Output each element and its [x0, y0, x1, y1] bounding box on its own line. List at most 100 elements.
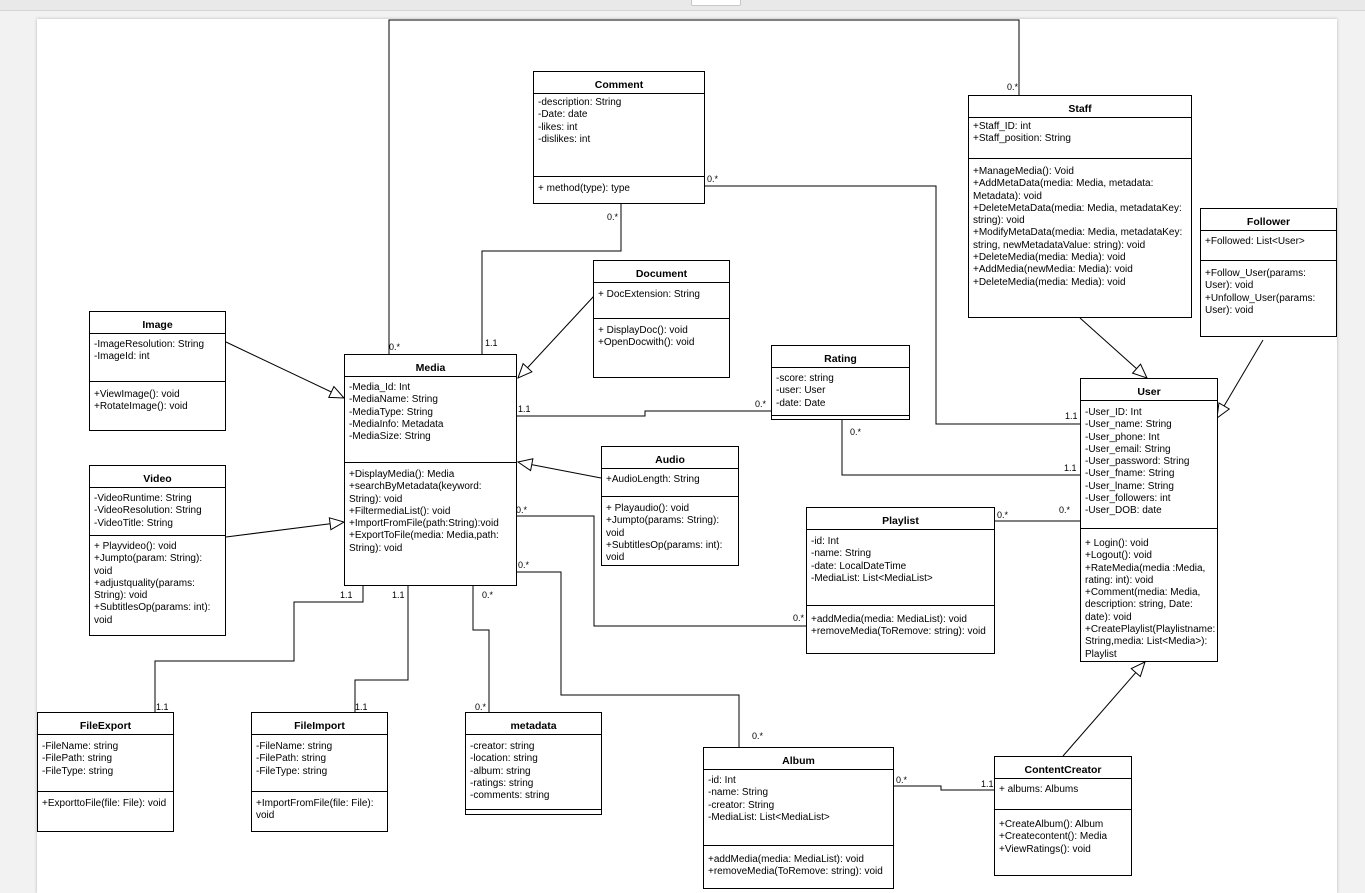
class-audio[interactable]: Audio +AudioLength: String + Playaudio()… — [601, 446, 739, 566]
multiplicity-label: 1.1 — [1064, 463, 1077, 473]
class-metadata[interactable]: metadata -creator: string -location: str… — [465, 712, 602, 815]
attribute: -FileType: string — [256, 765, 328, 777]
method: +Unfollow_User(params: User): void — [1205, 292, 1316, 316]
class-staff[interactable]: Staff +Staff_ID: int +Staff_position: St… — [968, 95, 1192, 318]
attributes-section: -score: string -user: User -date: Date — [772, 368, 909, 416]
class-name: Comment — [534, 72, 704, 94]
method: +ExporttoFile(file: File): void — [42, 798, 167, 809]
inherit-video-media[interactable] — [225, 522, 344, 538]
class-fileexport[interactable]: FileExport -FileName: string -FilePath: … — [37, 712, 174, 832]
inherit-staff-user[interactable] — [1079, 317, 1147, 378]
class-media[interactable]: Media -Media_Id: Int -MediaName: String … — [344, 354, 517, 586]
class-name: Document — [594, 261, 729, 283]
attribute: +Staff_position: String — [973, 133, 1071, 145]
method: +ExportToFile(media: Media,path: String)… — [349, 530, 499, 554]
assoc-album-contentcreator[interactable] — [894, 785, 994, 791]
class-fileimport[interactable]: FileImport -FileName: string -FilePath: … — [251, 712, 388, 832]
attribute: -creator: string — [470, 741, 535, 752]
assoc-media-metadata[interactable] — [472, 586, 490, 712]
method: +DeleteMetaData(media: Media, metadataKe… — [973, 202, 1182, 227]
multiplicity-label: 0.* — [607, 212, 619, 222]
methods-section: + Playvideo(): void +Jumpto(param: Strin… — [90, 536, 225, 630]
inherit-contentcreator-user[interactable] — [1062, 662, 1145, 757]
attribute: -FilePath: string — [42, 753, 113, 765]
class-name: User — [1081, 379, 1217, 401]
method: + Login(): void — [1085, 538, 1149, 549]
attribute: -VideoRuntime: String — [94, 493, 192, 504]
attribute: -User_DOB: date — [1085, 505, 1162, 517]
multiplicity-label: 0.* — [389, 342, 401, 352]
inherit-document-media[interactable] — [518, 295, 595, 378]
class-name: Audio — [602, 447, 738, 469]
class-image[interactable]: Image -ImageResolution: String -ImageId:… — [89, 311, 226, 431]
class-contentcreator[interactable]: ContentCreator + albums: Albums +CreateA… — [994, 756, 1132, 876]
method: +Logout(): void — [1085, 550, 1152, 562]
attribute: -name: String — [708, 787, 769, 799]
attributes-section: +Staff_ID: int +Staff_position: String — [969, 118, 1191, 159]
attributes-section: +Followed: List<User> — [1201, 231, 1336, 261]
attribute: -dislikes: int — [538, 133, 591, 145]
method: +adjustquality(params: String): void — [94, 577, 195, 602]
attributes-section: -FileName: string -FilePath: string -Fil… — [252, 735, 387, 792]
attribute: -VideoTitle: String — [94, 517, 173, 529]
inherit-follower-user[interactable] — [1217, 339, 1264, 418]
assoc-media-fileimport[interactable] — [354, 586, 409, 712]
method: +ImportFromFile(file: File): void — [256, 798, 374, 822]
class-album[interactable]: Album -id: Int -name: String -creator: S… — [703, 747, 894, 889]
attribute: -FileName: string — [42, 741, 119, 752]
multiplicity-label: 1.1 — [1065, 411, 1078, 421]
method: +AddMetaData(media: Media, metadata: Met… — [973, 178, 1154, 202]
multiplicity-label: 1.1 — [392, 590, 405, 600]
class-document[interactable]: Document + DocExtension: String + Displa… — [593, 260, 730, 378]
assoc-media-rating[interactable] — [517, 410, 771, 417]
multiplicity-label: 0.* — [518, 560, 530, 570]
assoc-media-comment[interactable] — [481, 204, 622, 354]
method: +removeMedia(ToRemove: string): void — [708, 866, 883, 878]
class-user[interactable]: User -User_ID: Int -User_name: String -U… — [1080, 378, 1218, 662]
multiplicity-label: 0.* — [850, 427, 862, 437]
assoc-media-playlist[interactable] — [517, 515, 806, 627]
method: +addMedia(media: MediaList): void — [811, 614, 967, 625]
class-comment[interactable]: Comment -description: String -Date: date… — [533, 71, 705, 204]
class-name: ContentCreator — [995, 757, 1131, 779]
inherit-audio-media[interactable] — [518, 462, 602, 479]
attributes-section: -description: String -Date: date -likes:… — [534, 94, 704, 177]
attribute: -User_phone: Int — [1085, 431, 1160, 443]
assoc-comment-user[interactable] — [704, 185, 1080, 425]
attribute: -Date: date — [538, 109, 588, 121]
method: +Jumpto(param: String): void — [94, 553, 203, 577]
attributes-section: -User_ID: Int -User_name: String -User_p… — [1081, 401, 1217, 529]
method: +RotateImage(): void — [94, 401, 188, 413]
assoc-rating-user[interactable] — [841, 420, 1080, 476]
assoc-media-staff[interactable] — [388, 19, 1020, 354]
attributes-section: +AudioLength: String — [602, 469, 738, 497]
inherit-image-media[interactable] — [225, 341, 344, 398]
attribute: + DocExtension: String — [598, 289, 700, 300]
attribute: -comments: string — [470, 790, 550, 802]
attribute: -FilePath: string — [256, 753, 327, 765]
method: +ModifyMetaData(media: Media, metadataKe… — [973, 227, 1183, 251]
class-follower[interactable]: Follower +Followed: List<User> +Follow_U… — [1200, 208, 1337, 337]
multiplicity-label: 0.* — [755, 399, 767, 409]
method: +ViewRatings(): void — [999, 843, 1091, 855]
attribute: -id: Int — [708, 775, 736, 786]
attribute: -creator: String — [708, 799, 775, 811]
attribute: -date: Date — [776, 397, 826, 409]
attribute: -user: User — [776, 385, 826, 397]
class-playlist[interactable]: Playlist -id: Int -name: String -date: L… — [806, 507, 995, 654]
assoc-media-album[interactable] — [517, 571, 740, 747]
multiplicity-label: 1.1 — [518, 404, 531, 414]
multiplicity-label: 0.* — [482, 590, 494, 600]
attribute: -User_password: String — [1085, 456, 1190, 468]
attribute: -Media_Id: Int — [349, 382, 411, 393]
method: +SubtitlesOp(params: int): void — [94, 602, 211, 626]
method: +ViewImage(): void — [94, 389, 180, 400]
assoc-media-fileexport[interactable] — [154, 586, 364, 712]
multiplicity-label: 0.* — [475, 702, 487, 712]
class-video[interactable]: Video -VideoRuntime: String -VideoResolu… — [89, 465, 226, 636]
class-rating[interactable]: Rating -score: string -user: User -date:… — [771, 345, 910, 420]
attributes-section: + albums: Albums — [995, 779, 1131, 810]
toolbar-handle[interactable] — [691, 0, 741, 6]
multiplicity-label: 0.* — [516, 505, 528, 515]
method: + Playaudio(): void — [606, 503, 690, 514]
